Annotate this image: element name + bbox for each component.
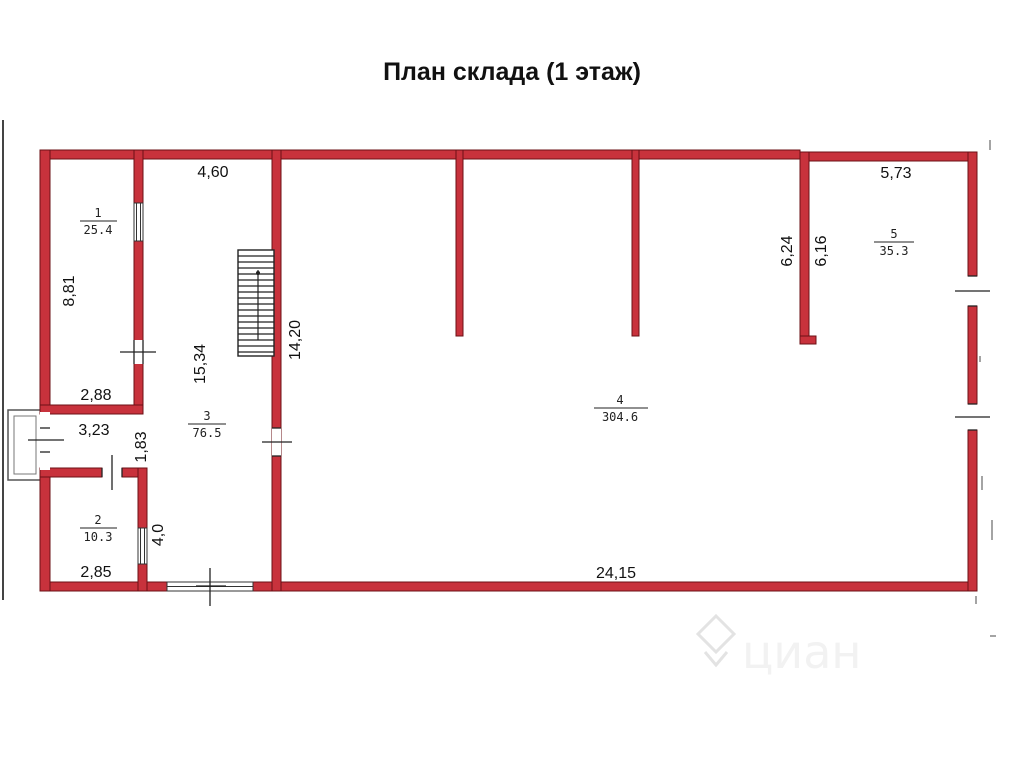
room-number: 2 [94, 513, 101, 527]
wall-room1-right [133, 149, 144, 413]
room-label-1: 1 25.4 [80, 206, 117, 237]
doors [28, 275, 990, 606]
hall-partition-2 [631, 149, 640, 337]
dim-vestibule-height: 1,83 [133, 431, 150, 462]
wall-top-right [799, 151, 978, 162]
scan-marks [975, 140, 996, 637]
dim-hall-length: 24,15 [596, 565, 636, 582]
wall-left-lower [39, 469, 51, 592]
dim-room5-partition-inner: 6,16 [813, 235, 830, 266]
door-icon [955, 275, 990, 307]
dim-room1-width: 2,88 [80, 387, 111, 404]
wall-bottom-main [279, 581, 978, 592]
staircase-icon [237, 249, 275, 357]
door-icon [120, 340, 156, 364]
room-number: 5 [890, 227, 897, 241]
room-label-2: 2 10.3 [80, 513, 117, 544]
wall-room3-right [271, 149, 282, 592]
dim-room2-height: 4,0 [150, 524, 167, 546]
door-icon [262, 427, 292, 457]
room-area: 304.6 [602, 410, 638, 424]
wall-right-1 [967, 151, 978, 277]
room-labels: 1 25.4 2 10.3 3 76.5 4 304.6 5 [80, 206, 914, 544]
dim-room2-width: 2,85 [80, 564, 111, 581]
wall-right-3 [967, 429, 978, 592]
dim-room3-length: 15,34 [192, 344, 209, 384]
dim-room1-height: 8,81 [61, 275, 78, 306]
wall-room1-bottom [39, 404, 144, 415]
watermark-text: циан [742, 625, 861, 679]
room-area: 25.4 [84, 223, 113, 237]
wall-bottom-left [39, 581, 168, 592]
page-title: План склада (1 этаж) [383, 58, 641, 86]
wall-left-upper [39, 149, 51, 413]
window-room1 [133, 202, 144, 242]
wall-right-2 [967, 305, 978, 405]
walls [39, 149, 978, 592]
dim-room3-width: 4,60 [197, 164, 228, 181]
room-label-4: 4 304.6 [594, 393, 648, 424]
wall-room5-left [799, 151, 810, 345]
wall-top-main [39, 149, 801, 160]
wall-room5-stub [799, 335, 817, 345]
room-label-3: 3 76.5 [188, 409, 226, 440]
door-icon [101, 455, 123, 490]
hall-partition-1 [455, 149, 464, 337]
door-icon [955, 403, 990, 431]
room-number: 3 [203, 409, 210, 423]
room-number: 4 [616, 393, 623, 407]
cian-logo-icon: циан [695, 613, 861, 679]
room-area: 35.3 [880, 244, 909, 258]
dim-room5-width: 5,73 [880, 165, 911, 182]
dim-room5-partition-outer: 6,24 [779, 235, 796, 266]
room-area: 10.3 [84, 530, 113, 544]
room-number: 1 [94, 206, 101, 220]
dim-vestibule-width: 3,23 [78, 422, 109, 439]
room-label-5: 5 35.3 [874, 227, 914, 258]
dimension-labels: 8,81 2,88 3,23 1,83 2,85 4,0 4,60 15,34 … [61, 164, 912, 582]
entrance-porch [7, 409, 43, 481]
window-room2 [137, 527, 148, 565]
room-area: 76.5 [193, 426, 222, 440]
door-icon [28, 412, 64, 470]
door-icon [196, 568, 226, 606]
dim-hall-height: 14,20 [287, 320, 304, 360]
